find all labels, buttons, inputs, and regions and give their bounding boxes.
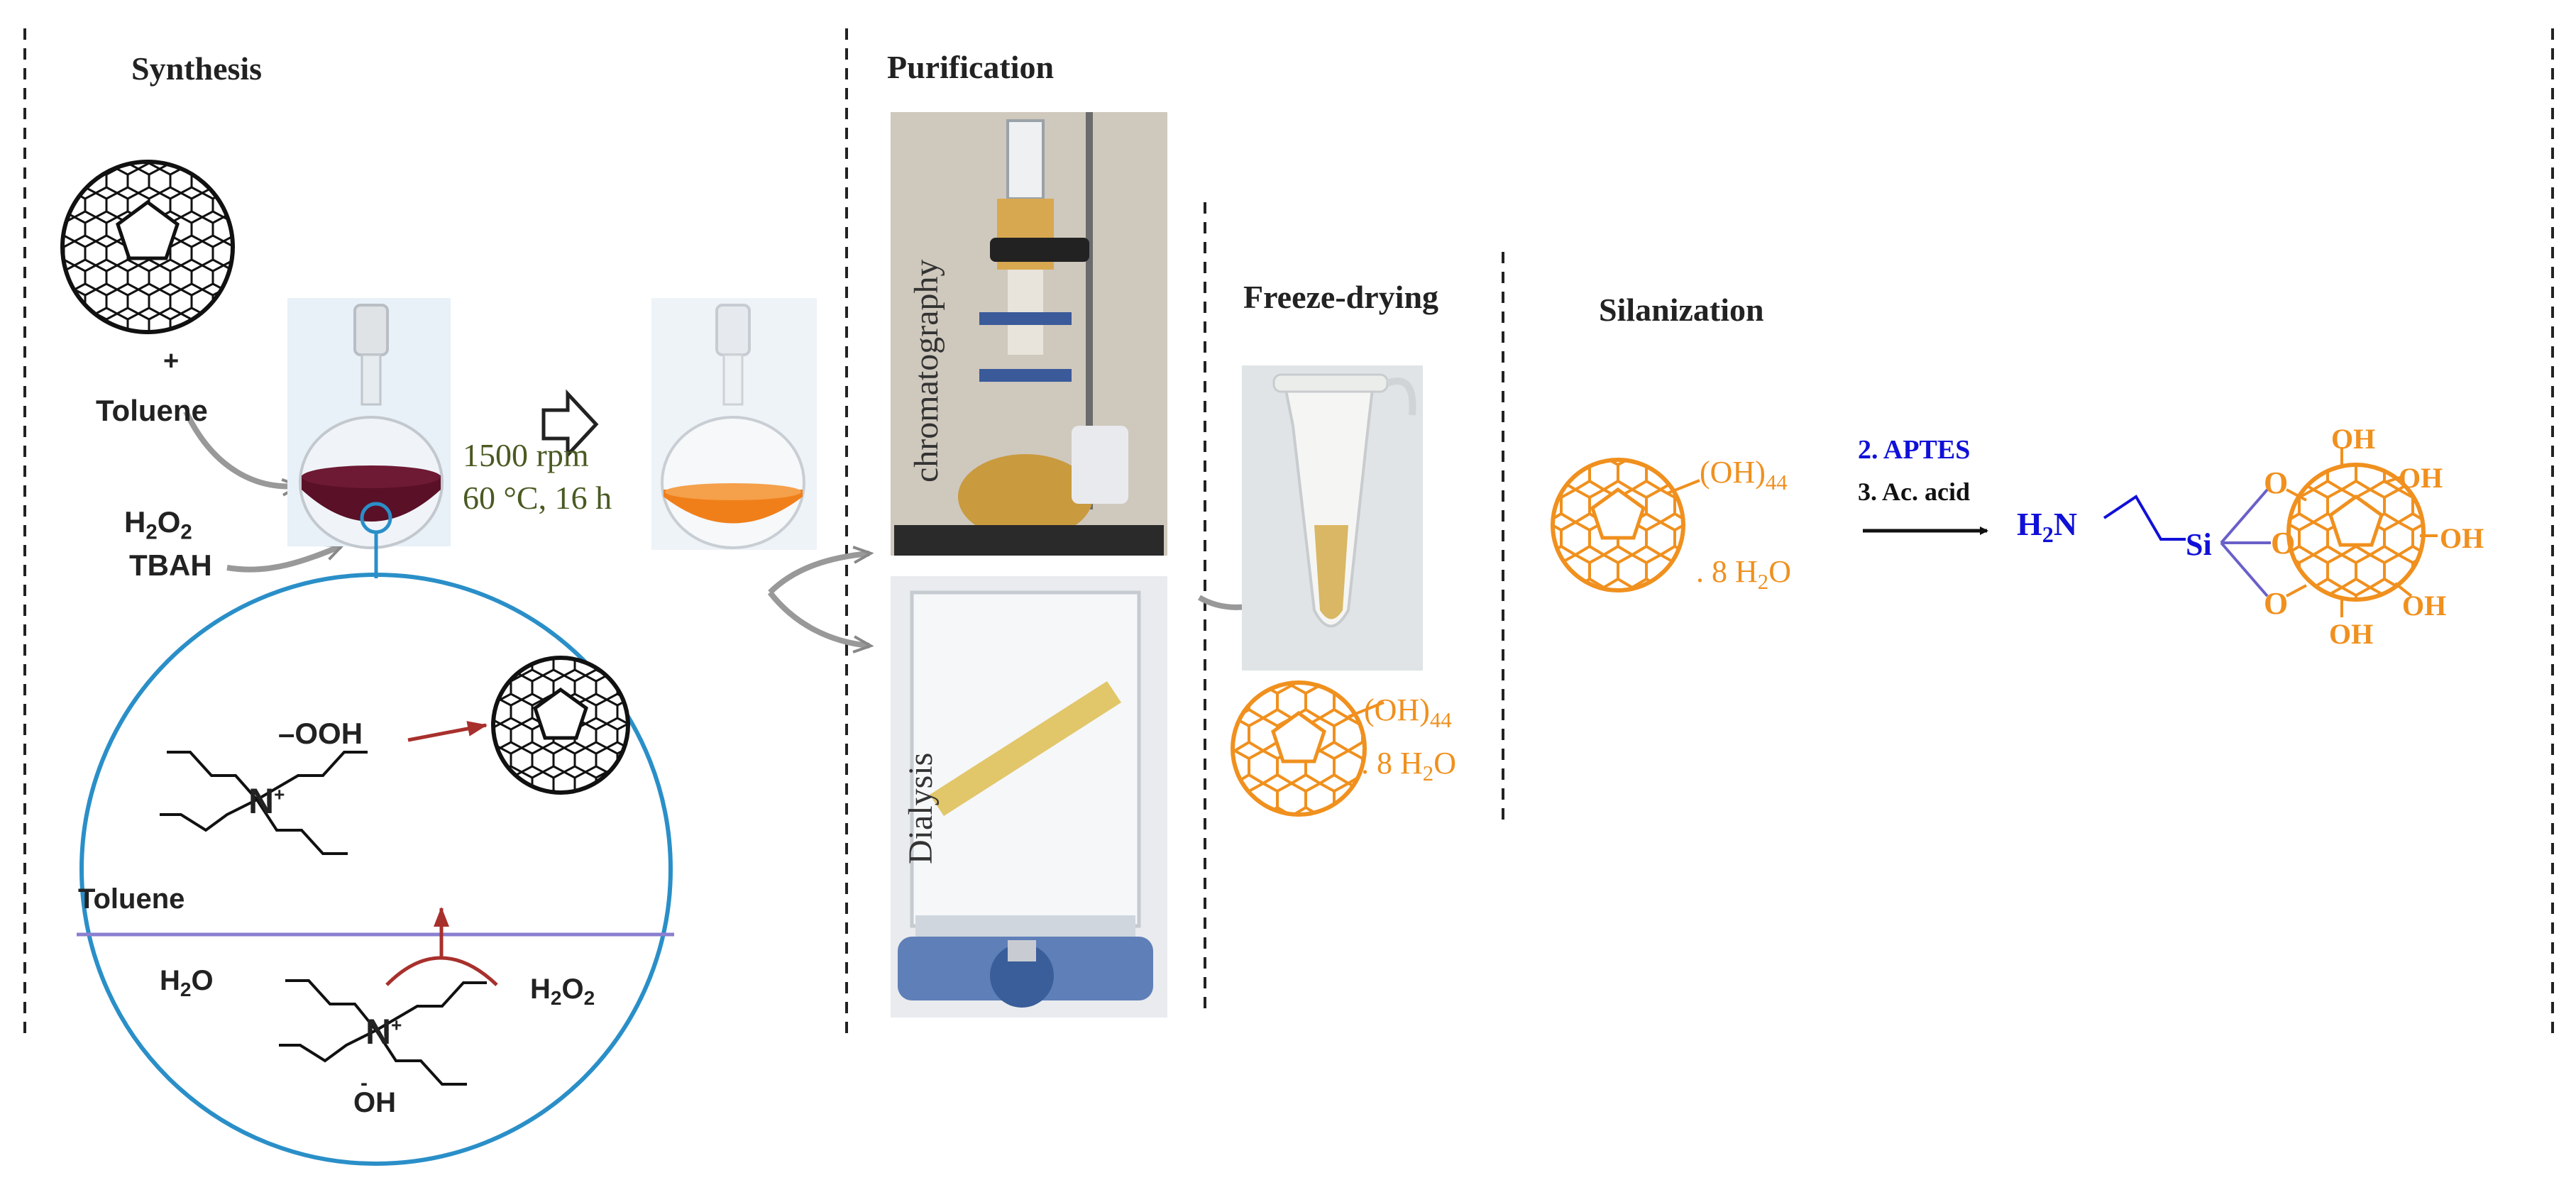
condition-rpm: 1500 rpm bbox=[463, 436, 589, 474]
hydroxyl-label-4: OH bbox=[2402, 589, 2446, 622]
plus-sign: + bbox=[163, 346, 179, 377]
dialysis-label: Dialysis bbox=[901, 753, 940, 864]
oxygen-label-top: O bbox=[2264, 465, 2288, 501]
hydroxyl-label-2: OH bbox=[2399, 461, 2443, 495]
fullerenol-oh-label: (OH)44 bbox=[1364, 692, 1452, 733]
oxygen-label-bottom: O bbox=[2264, 585, 2288, 622]
hydroperoxide-label: –OOH bbox=[278, 717, 363, 751]
step-aptes-label: 2. APTES bbox=[1858, 434, 1970, 465]
peroxide-label: H2O2 bbox=[530, 974, 595, 1010]
section-title-freeze-drying: Freeze-drying bbox=[1243, 278, 1438, 316]
to-purification-arrows bbox=[770, 553, 869, 646]
toluene-label: Toluene bbox=[96, 394, 208, 428]
section-title-silanization: Silanization bbox=[1599, 291, 1764, 329]
chromatography-label: chromatography bbox=[907, 259, 946, 483]
condition-temperature-time: 60 °C, 16 h bbox=[463, 479, 612, 517]
inset-toluene-label: Toluene bbox=[78, 883, 185, 915]
c60-fullerene-icon bbox=[62, 162, 233, 332]
ammonium-n-label-lower: N+ bbox=[365, 1011, 402, 1052]
section-title-synthesis: Synthesis bbox=[131, 50, 262, 87]
amine-label: H2N bbox=[2017, 505, 2077, 548]
product-flask-photo bbox=[651, 298, 817, 550]
h2o2-label: H2O2 bbox=[124, 505, 192, 544]
mechanism-inset bbox=[77, 504, 674, 1164]
hydroxyl-label-1: OH bbox=[2331, 422, 2375, 456]
fullerenol-start-icon bbox=[1553, 460, 1700, 590]
hydroxyl-label-3: OH bbox=[2440, 522, 2484, 555]
fullerenol-hydrate-label-2: . 8 H2O bbox=[1696, 553, 1791, 595]
ammonium-n-label-upper: N+ bbox=[248, 781, 285, 822]
reaction-flask-photo bbox=[287, 298, 451, 548]
hydroxide-label: -OH bbox=[353, 1087, 396, 1119]
fullerenol-hydrate-label: . 8 H2O bbox=[1361, 745, 1456, 786]
tbah-label: TBAH bbox=[129, 548, 212, 583]
freeze-dried-tube-photo bbox=[1242, 365, 1423, 671]
hydroxyl-label-5: OH bbox=[2329, 617, 2373, 651]
step-acetic-acid-label: 3. Ac. acid bbox=[1858, 477, 1970, 507]
silicon-label: Si bbox=[2186, 526, 2212, 563]
water-label: H2O bbox=[160, 965, 214, 1001]
section-title-purification: Purification bbox=[887, 48, 1054, 86]
oxygen-label-mid: O bbox=[2271, 525, 2295, 561]
fullerenol-oh-label-2: (OH)44 bbox=[1700, 454, 1788, 495]
